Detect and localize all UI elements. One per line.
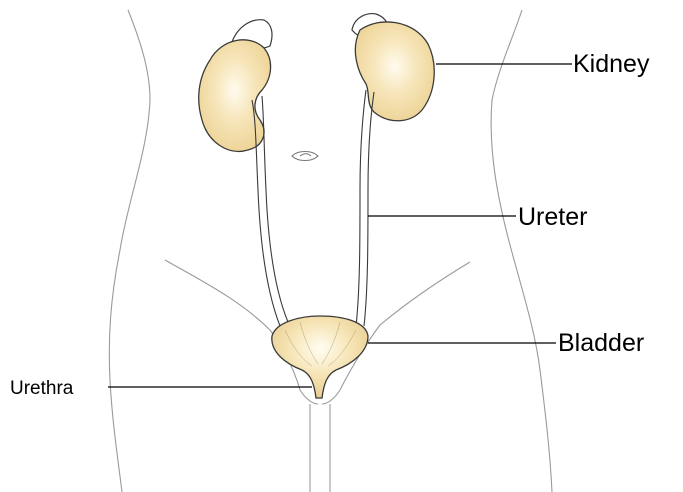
ureter-label: Ureter <box>518 203 587 231</box>
ureters <box>252 90 374 326</box>
left-kidney <box>199 40 271 152</box>
kidney-label: Kidney <box>573 50 650 78</box>
bladder <box>272 316 368 398</box>
bladder-label: Bladder <box>558 329 644 357</box>
body-outline <box>109 10 552 492</box>
right-kidney <box>355 22 434 121</box>
urethra-label: Urethra <box>10 378 74 399</box>
